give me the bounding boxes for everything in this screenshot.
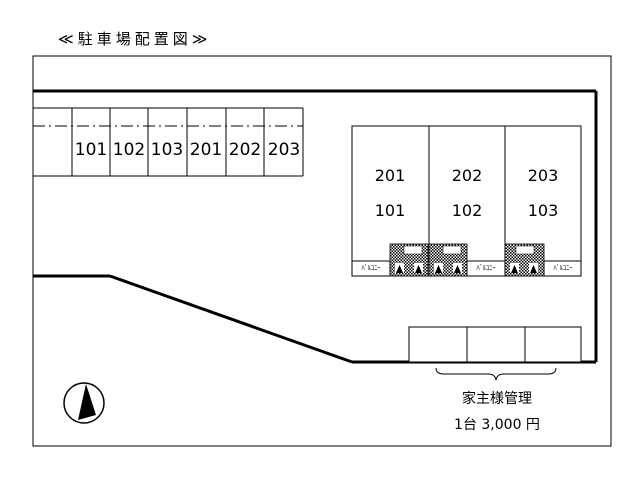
parking-price: 1台 3,000 円 — [454, 417, 540, 433]
parking-space-label: 102 — [112, 140, 146, 160]
page-title: ≪駐車場配置図≫ — [58, 30, 212, 48]
unit-upper-label: 201 — [374, 166, 406, 185]
unit-lower-label: 101 — [374, 201, 406, 220]
apartment-building — [351, 125, 582, 277]
parking-space-label: 203 — [267, 140, 301, 160]
unit-upper-label: 203 — [527, 166, 559, 185]
parking-space-label: 201 — [189, 140, 223, 160]
step-icon — [396, 265, 403, 273]
brace — [435, 367, 557, 381]
unit-lower-label: 103 — [527, 201, 559, 220]
step-icon — [530, 265, 537, 273]
step-icon — [415, 265, 422, 273]
balcony-label: ﾊﾞﾙｺﾆｰ — [553, 264, 573, 272]
north-arrow-icon — [63, 382, 105, 424]
step-icon — [511, 265, 518, 273]
parking-space-label: 101 — [74, 140, 108, 160]
step-icon — [454, 265, 461, 273]
balcony-label: ﾊﾞﾙｺﾆｰ — [361, 264, 381, 272]
unit-upper-label: 202 — [451, 166, 483, 185]
parking-space-label: 103 — [150, 140, 184, 160]
parking-space-label: 202 — [228, 140, 262, 160]
parking-row — [33, 107, 304, 177]
site-boundary — [32, 55, 612, 447]
owner-managed-label: 家主様管理 — [462, 391, 532, 407]
owner-parking-spaces — [408, 326, 582, 363]
unit-lower-label: 102 — [451, 201, 483, 220]
step-icon — [435, 265, 442, 273]
balcony-label: ﾊﾞﾙｺﾆｰ — [476, 264, 496, 272]
road-edge-diagonal — [109, 274, 353, 364]
